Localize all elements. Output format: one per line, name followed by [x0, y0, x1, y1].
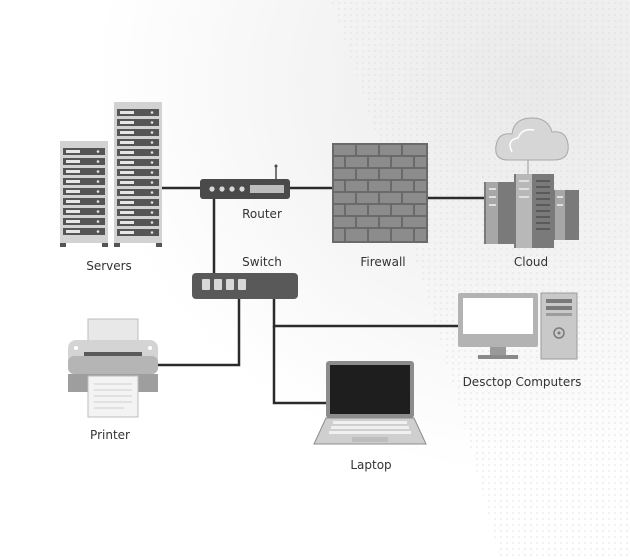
laptop-icon [313, 361, 427, 445]
printer-icon [68, 318, 158, 418]
router-icon [200, 164, 290, 199]
label-printer: Printer [90, 428, 130, 442]
line-switch-laptop [272, 326, 326, 405]
line-switch-printer [157, 299, 241, 367]
label-servers: Servers [86, 259, 132, 273]
switch-icon [192, 273, 298, 299]
connection-lines [157, 186, 484, 405]
server-rack-icon [60, 102, 162, 247]
label-switch: Switch [242, 255, 282, 269]
label-firewall: Firewall [360, 255, 406, 269]
firewall-icon [332, 143, 428, 243]
cloud-servers-icon [484, 117, 579, 248]
label-desktop-computers: Desctop Computers [462, 375, 582, 389]
desktop-computer-icon [458, 292, 578, 360]
label-laptop: Laptop [350, 458, 392, 472]
label-cloud: Cloud [513, 255, 549, 269]
label-router: Router [242, 207, 282, 221]
